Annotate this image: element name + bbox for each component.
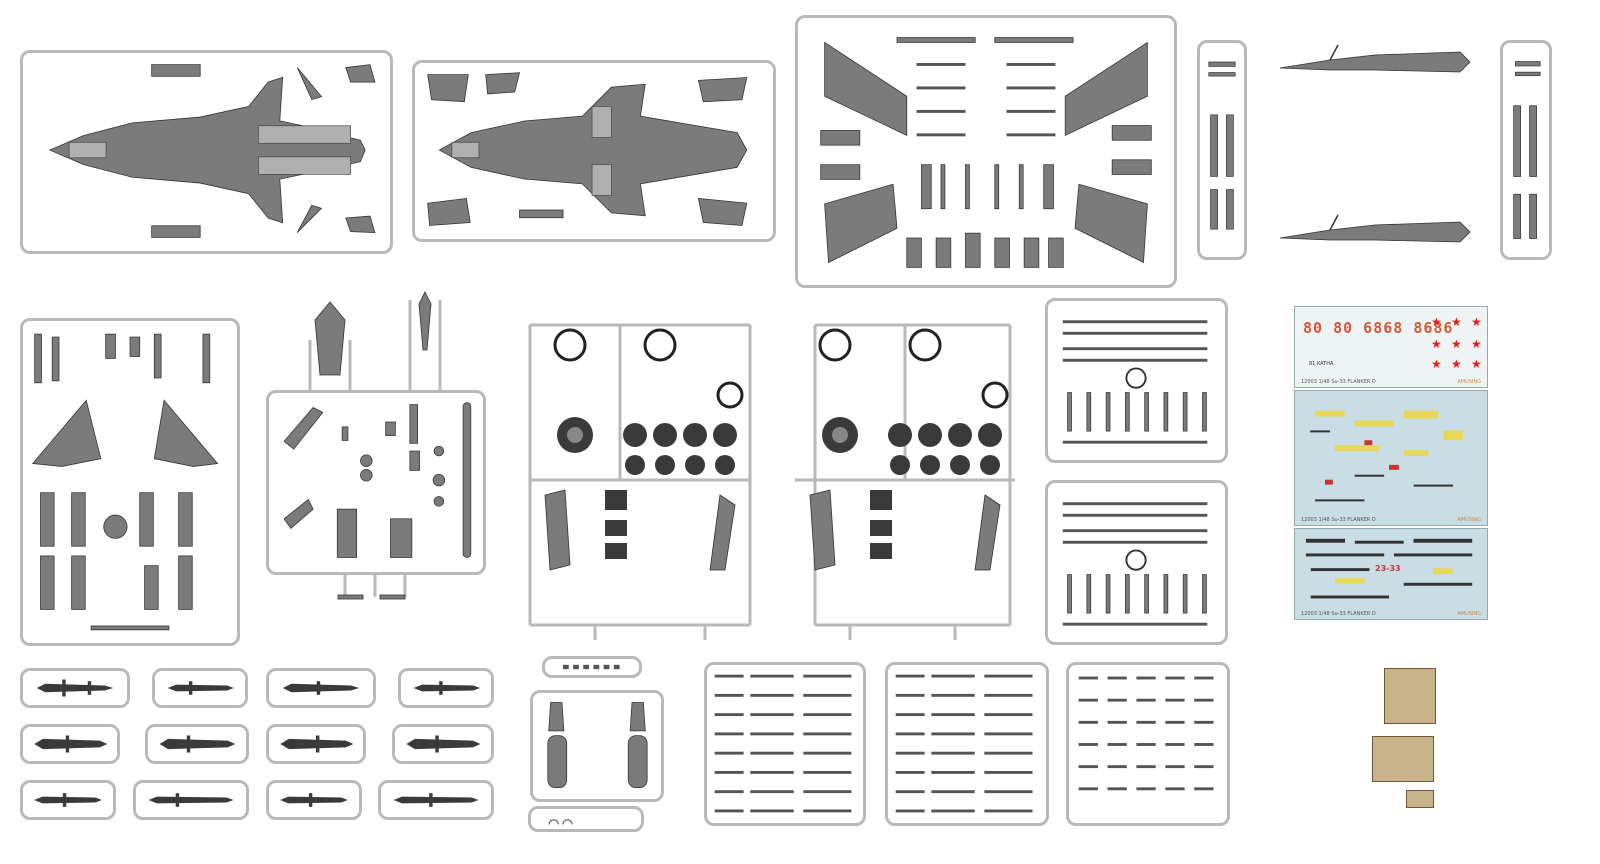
sprue-missile-4 [398, 668, 494, 708]
sprue-pylons-2 [1045, 480, 1228, 645]
small-antenna-runner [405, 290, 445, 395]
red-star-icon: ★ [1451, 357, 1462, 371]
decal-brand: AMUSING [1457, 517, 1481, 523]
red-star-icon: ★ [1451, 315, 1462, 329]
wheels-right-parts [795, 323, 1015, 640]
sprue-small-2 [1500, 40, 1552, 260]
decal-brand: AMUSING [1457, 379, 1481, 385]
sprue-wheels-left [525, 305, 755, 650]
fuselage-bottom-parts [427, 72, 748, 226]
sprue-fuselage-top [20, 50, 393, 254]
sprue-small-bottom [528, 806, 644, 832]
sprue-clear-parts [530, 690, 664, 802]
decal-tail-number: 23-33 [1375, 564, 1401, 573]
sprue-detail-1 [704, 662, 866, 826]
sprue-fins [20, 318, 240, 646]
missile-parts [148, 793, 234, 807]
sprue-missile-5 [20, 724, 120, 764]
missile-parts [406, 735, 481, 753]
decal-caption: 12003 1/48 Su-33 FLANKER D [1301, 517, 1376, 523]
red-star-icon: ★ [1431, 315, 1442, 329]
sprue-wheels-right [790, 305, 1020, 650]
sprue-missile-9 [20, 780, 116, 820]
small-top-parts [562, 664, 620, 670]
missile-parts [413, 681, 480, 695]
decal-caption: 12003 1/48 Su-33 FLANKER D [1301, 379, 1376, 385]
sprue-small-top [542, 656, 642, 678]
missile-parts [167, 681, 234, 695]
sprue-wings [795, 15, 1177, 288]
decal-small-text: 81 KATHA [1309, 361, 1334, 367]
sprue-missile-2 [152, 668, 248, 708]
red-star-icon: ★ [1431, 357, 1442, 371]
sprue-missile-1 [20, 668, 130, 708]
missile-parts [280, 793, 348, 807]
small-parts-1 [1208, 61, 1236, 230]
exhaust-nozzles [1279, 44, 1471, 243]
sprue-missile-11 [266, 780, 362, 820]
small-bottom-parts [548, 819, 573, 825]
red-star-icon: ★ [1431, 337, 1442, 351]
wing-parts [820, 37, 1152, 268]
missile-parts [34, 793, 102, 807]
sprue-missile-12 [378, 780, 494, 820]
radome [308, 301, 352, 390]
pylon-parts-2 [1062, 502, 1208, 626]
red-star-icon: ★ [1471, 357, 1482, 371]
sprue-fuselage-bottom [412, 60, 776, 242]
sprue-missile-10 [133, 780, 249, 820]
red-star-icon: ★ [1471, 315, 1482, 329]
red-star-icon: ★ [1471, 337, 1482, 351]
missile-parts [159, 735, 236, 753]
decal-brand: AMUSING [1457, 611, 1481, 617]
sprue-missile-3 [266, 668, 376, 708]
detail-parts-2 [895, 674, 1033, 813]
exhaust-nozzle-pair [1270, 40, 1480, 260]
detail-parts-1 [714, 674, 852, 813]
stencil-marks [1310, 410, 1463, 502]
sprue-detail-2 [885, 662, 1049, 826]
sprue-detail-3 [1066, 662, 1230, 826]
wheels-left-parts [528, 323, 752, 640]
missile-parts [34, 735, 108, 753]
photoetch-fret-1 [1384, 668, 1436, 724]
nose-cone-part [305, 300, 355, 390]
fuselage-top-parts [48, 64, 376, 238]
red-star-icon: ★ [1451, 337, 1462, 351]
decal-sheet-details: 23-33 12003 1/48 Su-33 FLANKER D AMUSING [1294, 528, 1488, 620]
decal-sheet-stencils: 12003 1/48 Su-33 FLANKER D AMUSING [1294, 390, 1488, 526]
photoetch-fret-2 [1372, 736, 1434, 782]
photoetch-fret-3 [1406, 790, 1434, 808]
cockpit-runner-tails [330, 575, 420, 605]
runner-tails [337, 575, 407, 600]
missile-parts [393, 793, 479, 807]
sprue-small-1 [1197, 40, 1247, 260]
small-parts-2 [1513, 61, 1541, 239]
antenna-part [408, 291, 442, 395]
missile-parts [280, 735, 354, 753]
sprue-cockpit [266, 390, 486, 575]
decal-sheet-markings: 80 80 6868 8686 81 KATHA ★ ★ ★ ★ ★ ★ ★ ★… [1294, 306, 1488, 388]
sprue-missile-8 [392, 724, 494, 764]
cockpit-parts [283, 402, 472, 558]
missile-parts [282, 681, 360, 695]
sprue-pylons-1 [1045, 298, 1228, 463]
detail-parts-3 [1078, 676, 1214, 791]
canopy-parts [547, 702, 648, 789]
missile-parts [36, 679, 114, 697]
sprue-missile-7 [266, 724, 366, 764]
pylon-parts-1 [1062, 320, 1208, 444]
decal-caption: 12003 1/48 Su-33 FLANKER D [1301, 611, 1376, 617]
sprue-missile-6 [145, 724, 249, 764]
fin-parts [31, 333, 219, 631]
decal-codes: 80 80 6868 8686 [1303, 319, 1454, 337]
detail-marks [1305, 538, 1473, 599]
